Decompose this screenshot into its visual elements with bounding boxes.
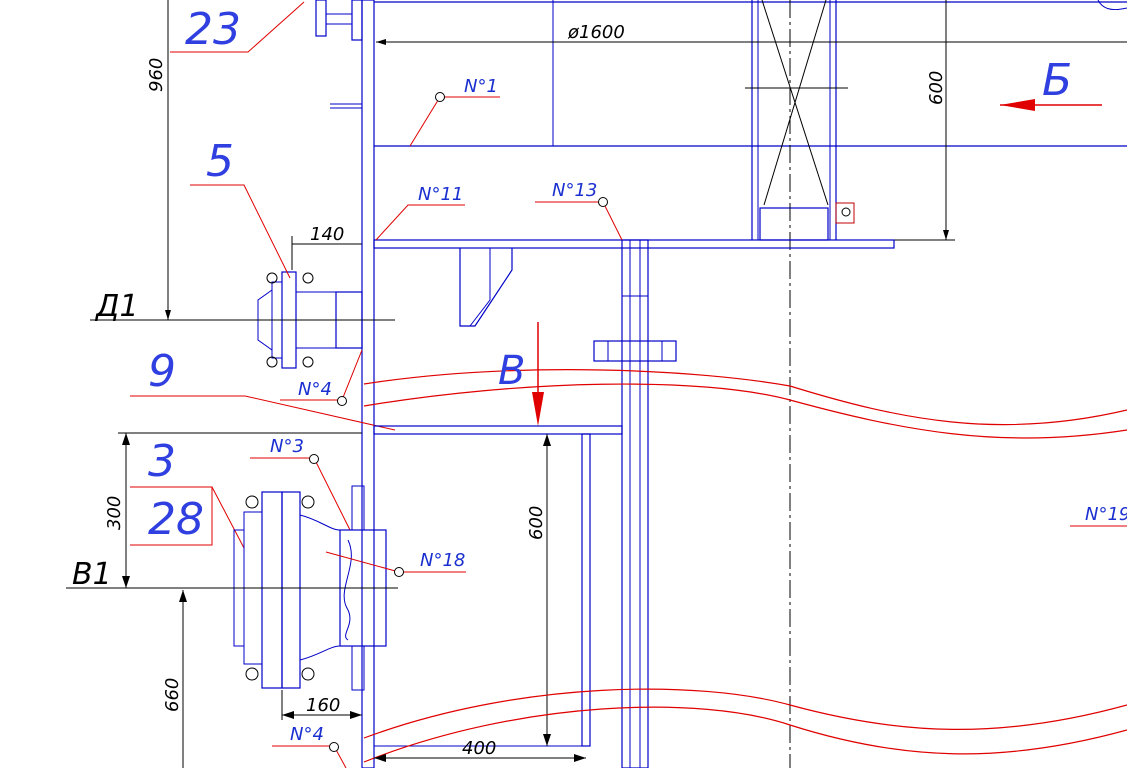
upper-plate	[373, 239, 895, 249]
main-wall	[361, 0, 375, 768]
dim-300-label: 300	[104, 496, 125, 530]
dim-600-top: 600	[850, 0, 955, 241]
view-b-arrow: Б	[1000, 55, 1102, 111]
item-5-label: 5	[206, 136, 234, 187]
dim-300: 300	[104, 432, 362, 588]
pipe-lower	[363, 688, 1127, 763]
callout-n11: N°11	[375, 184, 465, 241]
vertical-post	[593, 239, 677, 768]
item-3-label: 3	[148, 436, 176, 487]
section-b: В	[498, 322, 544, 426]
dim-1600-label: ø1600	[567, 22, 625, 43]
lower-vertical-plate	[374, 433, 591, 747]
dim-160-label: 160	[306, 695, 340, 716]
svg-text:N°19: N°19	[1085, 504, 1127, 525]
bracket	[459, 248, 513, 327]
dim-400: 400	[374, 738, 586, 762]
callout-n18: N°18	[325, 550, 466, 577]
dim-400-label: 400	[462, 738, 496, 759]
item-28-label: 28	[148, 494, 204, 545]
dim-600-top-label: 600	[926, 71, 947, 105]
middle-plate	[373, 425, 623, 435]
dim-140: 140	[291, 224, 362, 270]
braced-column	[745, 0, 855, 241]
corner-detail	[1097, 0, 1127, 11]
pipe-9: 9	[130, 346, 1127, 439]
dim-140-label: 140	[310, 224, 344, 245]
svg-text:N°11: N°11	[418, 184, 463, 205]
item-23-label: 23	[185, 4, 241, 55]
dim-960: 960	[146, 0, 171, 320]
section-b-label: Б	[1042, 55, 1072, 106]
nozzle-v1	[66, 485, 398, 691]
dim-960-label: 960	[146, 58, 167, 92]
dim-660: 660	[162, 590, 187, 768]
pipe-outline	[374, 0, 1127, 147]
svg-text:N°4: N°4	[290, 724, 324, 745]
dim-160: 160	[281, 690, 362, 720]
item-9-label: 9	[148, 346, 176, 397]
item-23: 23	[170, 1, 305, 55]
section-v-label: В	[498, 348, 525, 394]
callout-n4-top: N°4	[280, 349, 363, 406]
callout-n4-bottom: N°4	[272, 724, 347, 768]
callout-n13: N°13	[535, 180, 623, 241]
callout-n3: N°3	[250, 436, 351, 531]
item-3: 3 28	[130, 436, 245, 549]
point-d1-label: Д1	[94, 289, 139, 324]
dim-600-mid: 600	[526, 434, 551, 746]
nozzle-d1	[90, 271, 395, 369]
svg-text:N°18: N°18	[420, 550, 465, 571]
callout-n1: N°1	[409, 76, 500, 147]
dim-600-mid-label: 600	[526, 506, 547, 540]
dim-1600: ø1600	[376, 22, 1127, 45]
svg-text:N°1: N°1	[464, 76, 498, 97]
point-v1-label: В1	[72, 557, 112, 592]
svg-text:N°4: N°4	[298, 379, 332, 400]
callout-n19: N°19	[1070, 504, 1127, 527]
item-5: 5	[190, 136, 291, 279]
svg-text:N°13: N°13	[552, 180, 597, 201]
dim-660-label: 660	[162, 678, 183, 712]
svg-text:N°3: N°3	[270, 436, 304, 457]
top-flange	[315, 0, 363, 109]
